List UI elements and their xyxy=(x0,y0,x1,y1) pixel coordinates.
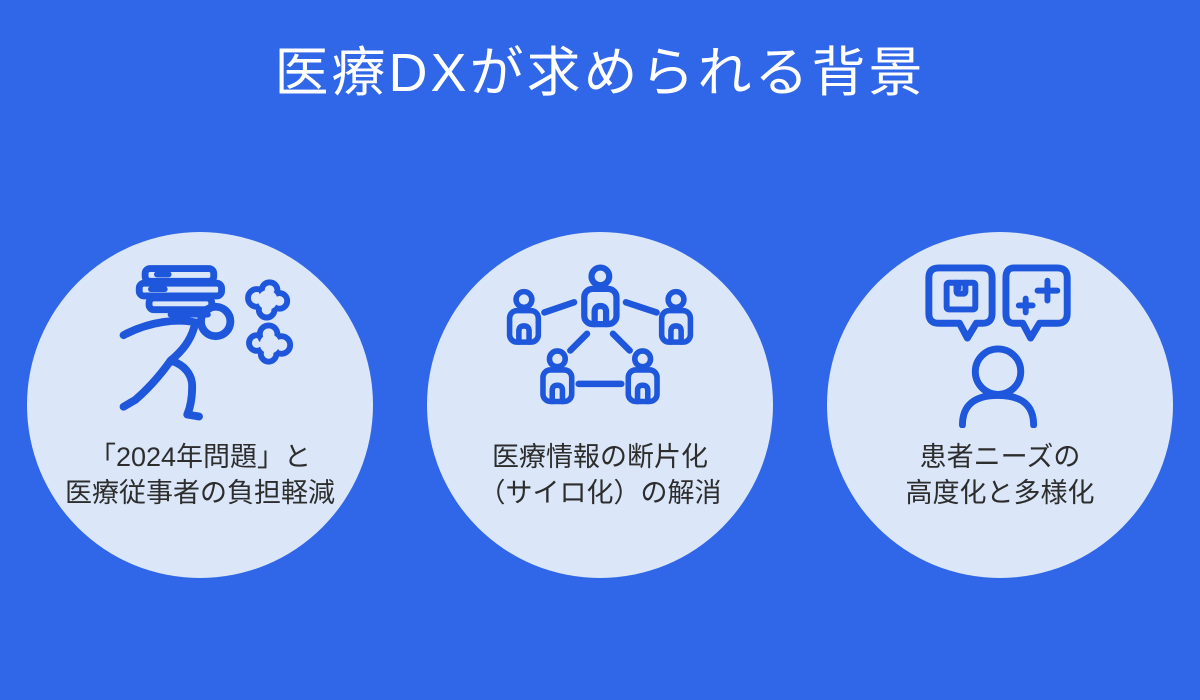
person-bottom-right xyxy=(628,351,657,402)
patient-shoulders xyxy=(958,392,1038,429)
patient-speech-bubbles-icon xyxy=(925,264,1071,429)
cards-row: 「2024年問題」と 医療従事者の負担軽減 xyxy=(0,232,1200,579)
people-network-icon xyxy=(498,264,702,424)
card-fragmentation-label: 医療情報の断片化 （サイロ化）の解消 xyxy=(479,440,722,511)
card-fragmentation-icon-wrap xyxy=(498,256,702,432)
card-patient-needs: 患者ニーズの 高度化と多様化 xyxy=(827,232,1173,579)
card-workload: 「2024年問題」と 医療従事者の負担軽減 xyxy=(27,232,373,579)
overworked-person-icon xyxy=(119,265,294,421)
card-workload-icon-wrap xyxy=(102,256,298,432)
plus-icons xyxy=(1015,277,1061,316)
person-bottom-left xyxy=(543,351,572,402)
package-icon xyxy=(943,279,979,313)
person-left xyxy=(510,292,539,343)
card-patient-needs-icon-wrap xyxy=(909,256,1091,432)
sigh-cloud-lower xyxy=(246,322,294,365)
speech-bubble-right xyxy=(1002,264,1071,342)
speech-bubble-left xyxy=(925,264,996,342)
card-label-line: 医療従事者の負担軽減 xyxy=(65,477,335,508)
card-workload-label: 「2024年問題」と 医療従事者の負担軽減 xyxy=(65,440,335,511)
card-label-line: 高度化と多様化 xyxy=(905,477,1095,508)
patient-head xyxy=(971,345,1025,398)
card-label-line: 「2024年問題」と xyxy=(88,442,312,473)
card-label-line: 患者ニーズの xyxy=(919,442,1081,473)
card-label-line: （サイロ化）の解消 xyxy=(478,477,722,508)
page-title: 医療DXが求められる背景 xyxy=(274,43,926,103)
card-patient-needs-label: 患者ニーズの 高度化と多様化 xyxy=(906,440,1095,511)
card-fragmentation: 医療情報の断片化 （サイロ化）の解消 xyxy=(427,232,773,579)
card-label-line: 医療情報の断片化 xyxy=(492,442,708,473)
person-right xyxy=(662,292,691,343)
sigh-cloud-upper xyxy=(245,279,291,321)
person-top xyxy=(584,268,616,325)
